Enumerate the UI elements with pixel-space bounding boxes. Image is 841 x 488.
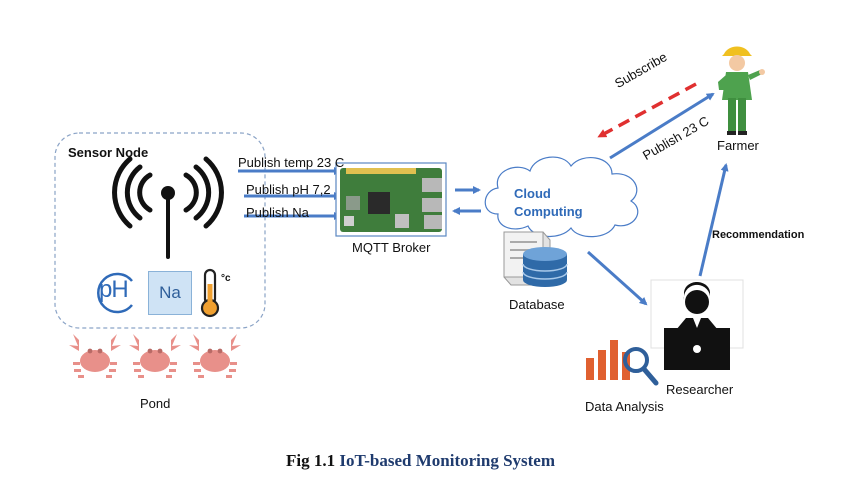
caption-title: IoT-based Monitoring System xyxy=(339,451,556,470)
na-symbol: Na xyxy=(159,283,181,302)
researcher-label: Researcher xyxy=(666,382,734,397)
recommendation-label: Recommendation xyxy=(712,229,805,241)
cloud-shape xyxy=(484,156,639,238)
caption-prefix: Fig 1.1 xyxy=(285,451,336,470)
publish-ph-label: Publish pH 7,2 xyxy=(246,182,331,197)
cloud-label-line1: Cloud xyxy=(514,186,551,201)
data-analysis-icon xyxy=(586,340,659,386)
sodium-icon: Na xyxy=(148,271,192,315)
mqtt-broker-label: MQTT Broker xyxy=(352,240,431,255)
database-icon xyxy=(503,231,568,287)
sensor-node-box xyxy=(54,132,266,329)
crab-icon xyxy=(69,334,121,378)
antenna-icon xyxy=(112,156,224,259)
sensor-node-title: Sensor Node xyxy=(68,145,149,160)
recommendation-arrow xyxy=(698,163,729,277)
publish-na-label: Publish Na xyxy=(246,205,309,220)
publish-temp-label: Publish temp 23 C xyxy=(238,155,345,170)
temperature-unit: °c xyxy=(221,273,231,284)
researcher-icon xyxy=(650,279,744,370)
ph-symbol: pH xyxy=(99,276,129,303)
database-label: Database xyxy=(509,297,565,312)
publish-to-farmer-arrow xyxy=(609,92,715,160)
farmer-icon xyxy=(718,46,765,135)
thermometer-icon xyxy=(200,268,220,318)
cloud-to-researcher-arrow xyxy=(586,250,648,306)
crab-icon xyxy=(189,334,241,378)
mqtt-broker-board-icon xyxy=(335,162,447,237)
data-analysis-label: Data Analysis xyxy=(585,399,664,414)
pond-label: Pond xyxy=(140,396,171,411)
ph-icon xyxy=(97,272,133,314)
crab-icon xyxy=(129,334,181,378)
farmer-label: Farmer xyxy=(717,138,759,153)
figure-caption: Fig 1.1 IoT-based Monitoring System xyxy=(0,451,841,471)
cloud-label-line2: Computing xyxy=(514,204,583,219)
